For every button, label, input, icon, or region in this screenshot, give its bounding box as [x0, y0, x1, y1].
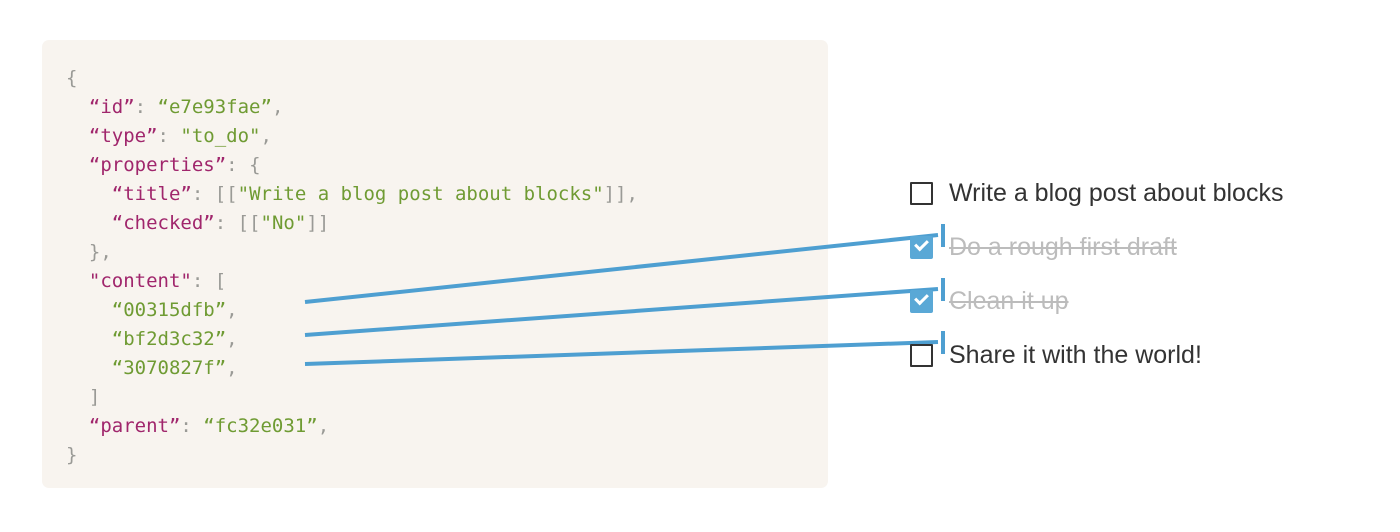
json-token-punct: ]: [66, 386, 101, 408]
checklist-item-label: Share it with the world!: [949, 340, 1202, 369]
json-token-key: “parent”: [88, 415, 181, 437]
json-token-punct: ,: [260, 125, 272, 147]
json-token-punct: [66, 415, 89, 437]
checklist-item[interactable]: Share it with the world!: [908, 328, 1328, 382]
checkbox-checked-icon[interactable]: [910, 289, 933, 313]
json-token-punct: {: [249, 154, 261, 176]
json-code-text: { “id”: “e7e93fae”, “type”: "to_do", “pr…: [66, 64, 638, 470]
json-code-line: “type”: "to_do",: [66, 122, 638, 151]
json-token-punct: ]]: [306, 212, 330, 234]
json-token-str: “e7e93fae”: [157, 96, 272, 118]
json-code-line: “parent”: “fc32e031”,: [66, 412, 638, 441]
json-token-key: "content": [88, 270, 192, 292]
checklist-item-label: Write a blog post about blocks: [949, 178, 1284, 207]
json-token-punct: [66, 96, 89, 118]
json-token-str: "No": [260, 212, 307, 234]
json-token-str: “3070827f”: [111, 357, 227, 379]
checklist-item[interactable]: Clean it up: [908, 274, 1328, 328]
json-token-punct: [[: [214, 183, 238, 205]
json-code-line: ]: [66, 383, 638, 412]
json-token-punct: [66, 299, 112, 321]
json-token-colon: :: [180, 415, 204, 437]
todo-checklist: Write a blog post about blocks Do a rough…: [908, 166, 1328, 382]
json-token-str: "to_do": [180, 125, 261, 147]
json-code-line: “checked”: [["No"]]: [66, 209, 638, 238]
json-token-key: “properties”: [88, 154, 227, 176]
json-token-punct: [66, 270, 89, 292]
json-token-key: “title”: [111, 183, 192, 205]
json-token-punct: ,: [226, 299, 238, 321]
json-code-line: “properties”: {: [66, 151, 638, 180]
checkmark-icon: [914, 290, 929, 305]
checklist-item[interactable]: Write a blog post about blocks: [908, 166, 1328, 220]
checklist-item[interactable]: Do a rough first draft: [908, 220, 1328, 274]
json-token-colon: :: [157, 125, 181, 147]
json-token-punct: [: [214, 270, 227, 292]
json-token-punct: ,: [226, 328, 238, 350]
json-code-line: “3070827f”,: [66, 354, 638, 383]
json-token-colon: :: [226, 154, 250, 176]
checkbox-checked-icon[interactable]: [910, 235, 933, 259]
json-code-line: "content": [: [66, 267, 638, 296]
json-code-line: “bf2d3c32”,: [66, 325, 638, 354]
json-token-str: “fc32e031”: [203, 415, 318, 437]
checkbox-unchecked-icon[interactable]: [910, 181, 933, 205]
json-token-punct: ]],: [603, 183, 638, 205]
json-code-line: “id”: “e7e93fae”,: [66, 93, 638, 122]
json-token-punct: ,: [317, 415, 330, 437]
json-token-colon: :: [134, 96, 158, 118]
json-code-panel: { “id”: “e7e93fae”, “type”: "to_do", “pr…: [42, 40, 828, 488]
json-code-line: {: [66, 64, 638, 93]
json-token-punct: [[: [237, 212, 261, 234]
json-token-punct: [66, 183, 112, 205]
checkmark-icon: [914, 236, 929, 251]
json-token-punct: [66, 357, 112, 379]
json-token-key: “checked”: [111, 212, 215, 234]
json-token-punct: ,: [271, 96, 284, 118]
json-token-punct: },: [66, 241, 112, 263]
json-token-colon: :: [191, 183, 215, 205]
checklist-item-label: Clean it up: [949, 286, 1069, 315]
checklist-item-label: Do a rough first draft: [949, 232, 1177, 261]
json-token-key: “id”: [88, 96, 135, 118]
json-token-punct: }: [66, 444, 78, 466]
json-token-str: “00315dfb”: [111, 299, 227, 321]
json-token-punct: [66, 328, 112, 350]
json-token-punct: [66, 212, 112, 234]
json-code-line: “00315dfb”,: [66, 296, 638, 325]
json-token-punct: {: [66, 67, 78, 89]
checkbox-unchecked-icon[interactable]: [910, 343, 933, 367]
json-token-key: “type”: [88, 125, 158, 147]
json-code-line: “title”: [["Write a blog post about bloc…: [66, 180, 638, 209]
json-token-punct: ,: [226, 357, 238, 379]
json-token-punct: [66, 154, 89, 176]
json-token-colon: :: [214, 212, 238, 234]
json-token-str: "Write a blog post about blocks": [237, 183, 604, 205]
json-token-str: “bf2d3c32”: [111, 328, 227, 350]
json-code-line: }: [66, 441, 638, 470]
json-token-colon: :: [191, 270, 215, 292]
json-code-line: },: [66, 238, 638, 267]
json-token-punct: [66, 125, 89, 147]
